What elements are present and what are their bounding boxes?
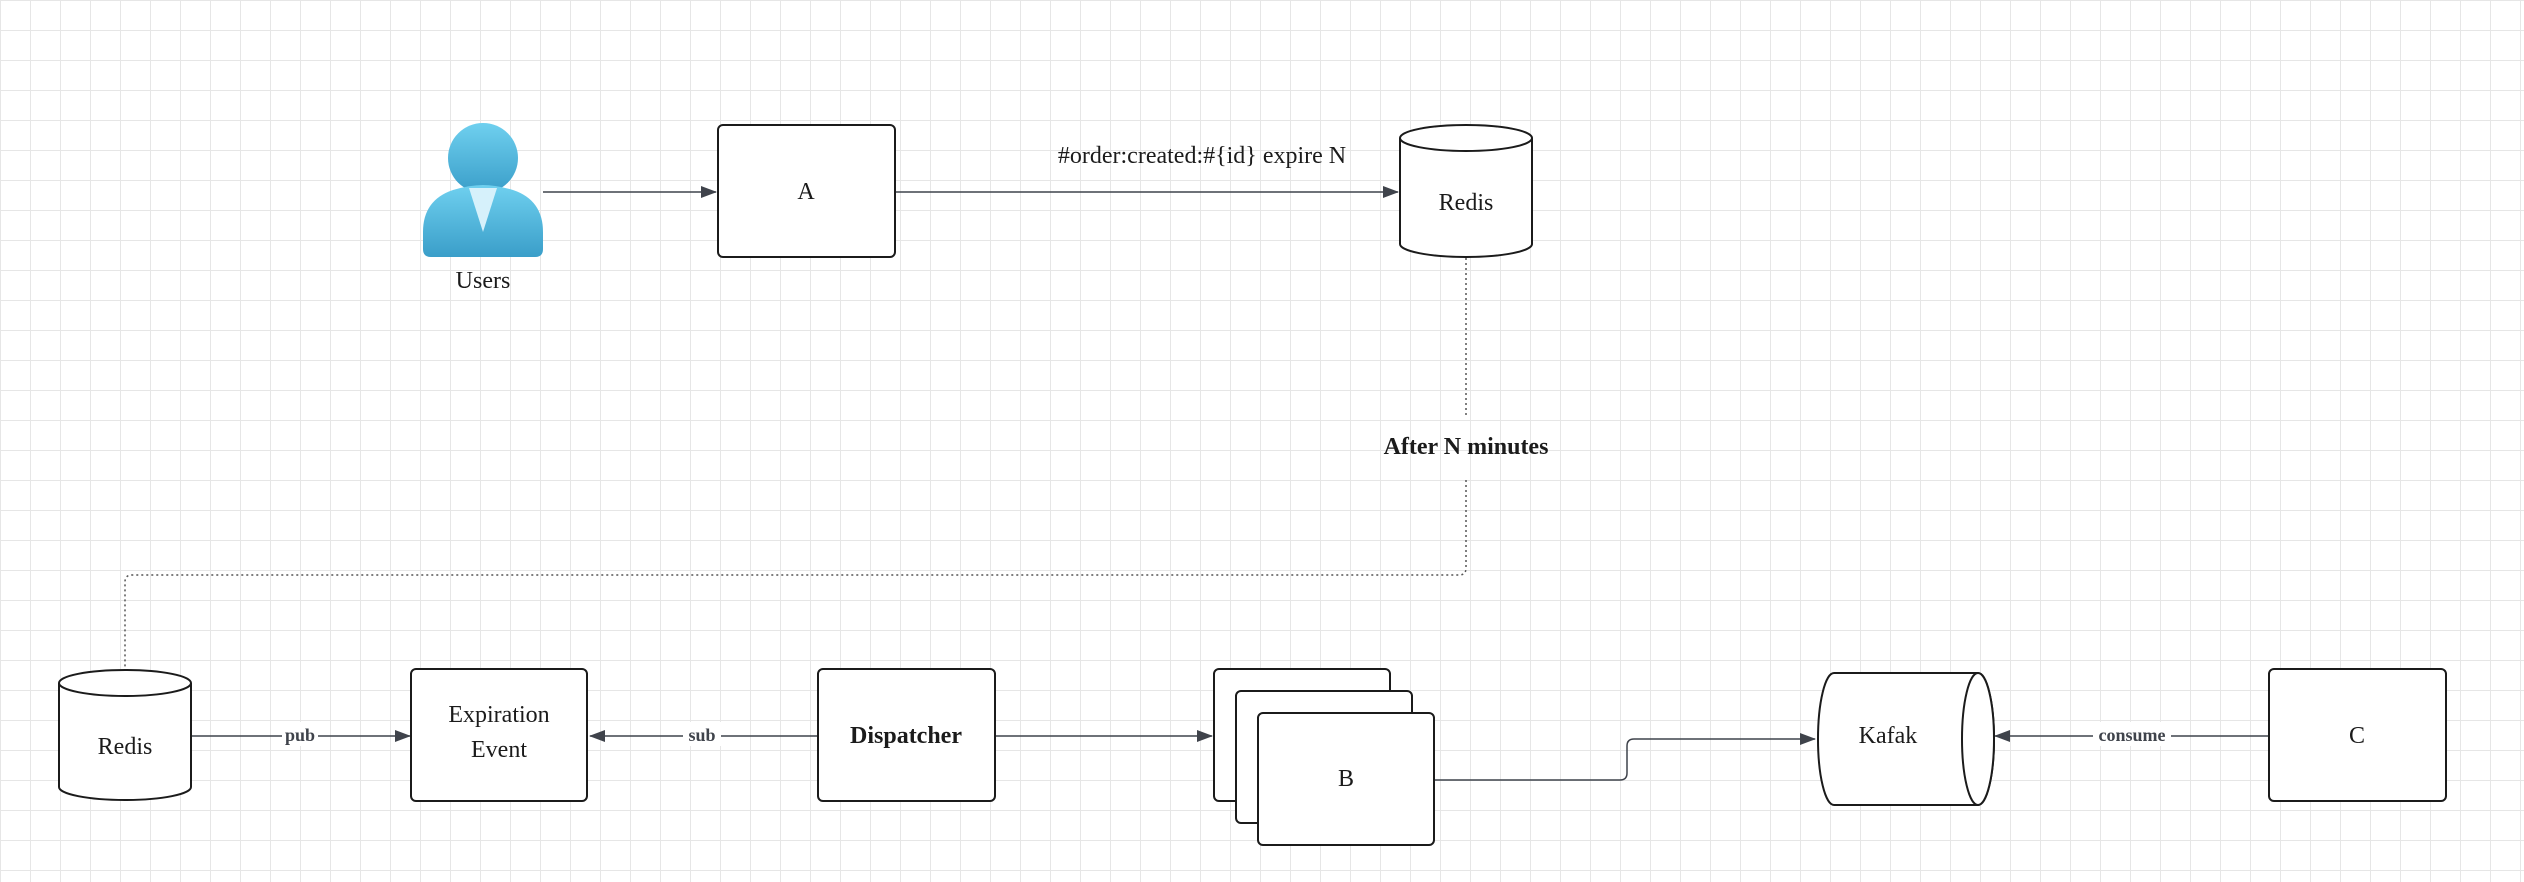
redis-top-cylinder[interactable]: Redis: [1399, 124, 1533, 258]
edge-label-after-n-minutes: After N minutes: [1384, 434, 1549, 460]
redis-bottom-label: Redis: [98, 734, 153, 760]
node-a[interactable]: A: [717, 124, 896, 258]
edge-label-order-created: #order:created:#{id} expire N: [1058, 143, 1346, 169]
node-b-stack[interactable]: B: [1213, 668, 1435, 846]
kafka-label: Kafak: [1859, 723, 1918, 749]
node-a-label: A: [797, 179, 815, 205]
user-icon: [423, 123, 543, 257]
edge-c-consume-kafka[interactable]: consume: [1994, 722, 2268, 746]
edge-a-to-redis[interactable]: #order:created:#{id} expire N: [895, 143, 1399, 198]
edge-redis-pub-expiration[interactable]: pub: [192, 722, 411, 746]
kafka-queue[interactable]: Kafak: [1817, 672, 1995, 806]
dispatcher-node[interactable]: Dispatcher: [817, 668, 996, 802]
node-b-label: B: [1338, 766, 1354, 792]
expiration-event-label-line1: Expiration: [448, 702, 549, 728]
users-node[interactable]: Users: [423, 123, 543, 294]
edge-label-pub: pub: [285, 725, 315, 745]
users-label: Users: [456, 268, 511, 294]
node-b-front-card: [1257, 712, 1435, 846]
expiration-event-label-line2: Event: [471, 737, 527, 763]
node-c-label: C: [2349, 723, 2365, 749]
edge-dispatcher-sub-expiration[interactable]: sub: [589, 722, 818, 746]
edge-b-to-kafka[interactable]: [1434, 733, 1816, 781]
edge-label-consume: consume: [2099, 725, 2166, 745]
node-c[interactable]: C: [2268, 668, 2447, 802]
dispatcher-label: Dispatcher: [850, 723, 962, 749]
edge-after-n-minutes[interactable]: After N minutes: [124, 258, 1549, 672]
edge-label-sub: sub: [688, 725, 715, 745]
redis-bottom-cylinder[interactable]: Redis: [58, 669, 192, 801]
expiration-event-node[interactable]: Expiration Event: [410, 668, 588, 802]
redis-top-label: Redis: [1439, 190, 1494, 216]
